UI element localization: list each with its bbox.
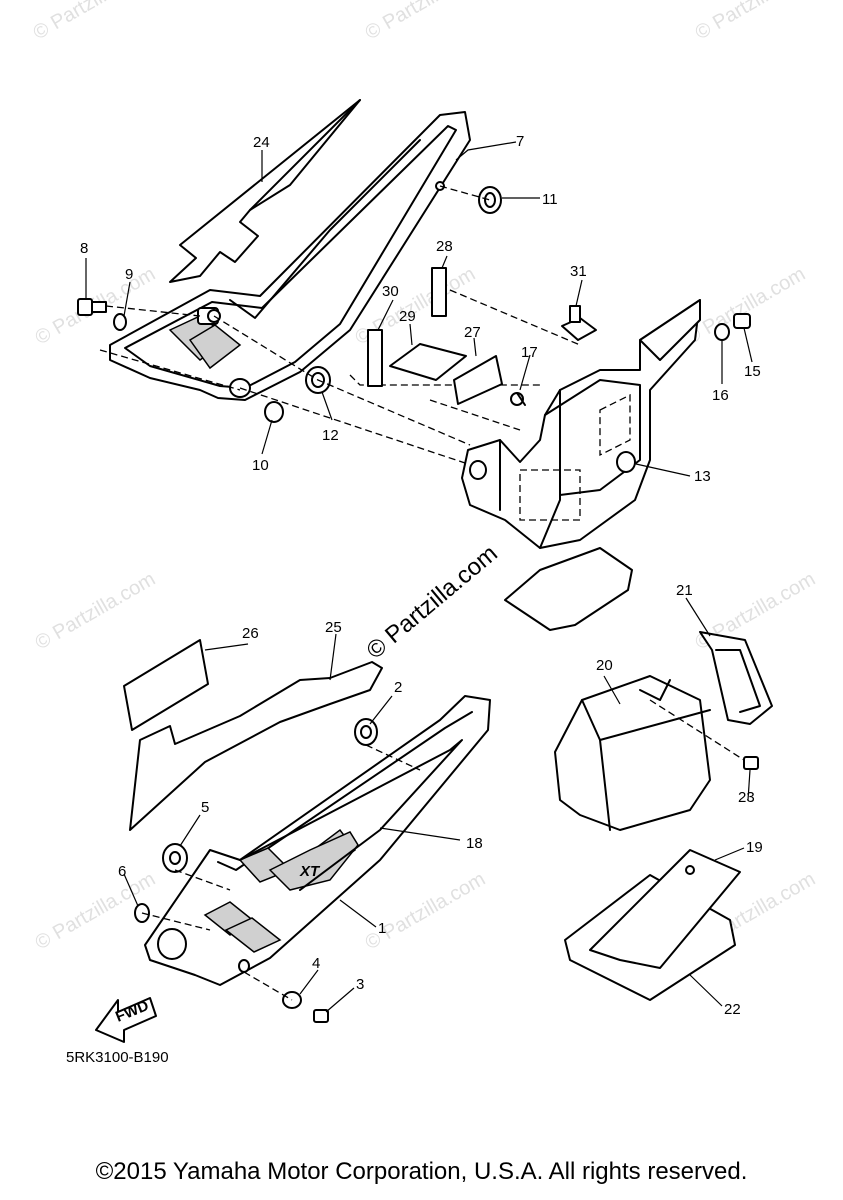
callout-24: 24 xyxy=(253,134,270,151)
callout-10: 10 xyxy=(252,457,269,474)
callout-11: 11 xyxy=(542,191,558,208)
callout-31: 31 xyxy=(570,263,587,280)
callout-21: 21 xyxy=(676,582,693,599)
part-26-decal xyxy=(123,639,209,731)
part-21-bracket xyxy=(699,631,773,725)
callout-26: 26 xyxy=(242,625,259,642)
callout-29: 29 xyxy=(399,308,416,325)
fwd-arrow-icon: FWD xyxy=(95,997,157,1043)
callout-2: 2 xyxy=(394,679,402,696)
battery-box-plate xyxy=(504,547,633,631)
part-31-clip xyxy=(561,305,597,341)
grommets-lower xyxy=(134,718,378,1023)
bolt-23-line xyxy=(649,699,745,761)
callout-18: 18 xyxy=(466,835,483,852)
pads xyxy=(367,267,503,405)
part-19-tool-bag xyxy=(589,849,741,969)
watermark: © Partzilla.com xyxy=(362,0,490,44)
part-8-bolt xyxy=(77,298,127,331)
watermark: © Partzilla.com xyxy=(362,868,490,954)
part-25-graphic xyxy=(129,661,383,831)
watermark: © Partzilla.com xyxy=(692,0,820,44)
callout-7: 7 xyxy=(516,133,524,150)
callout-5: 5 xyxy=(201,799,209,816)
watermark: © Partzilla.com xyxy=(30,0,158,44)
callout-13: 13 xyxy=(694,468,711,485)
center-watermark: © Partzilla.com xyxy=(362,540,503,665)
xt-decal-text: XT xyxy=(299,863,321,880)
callout-28: 28 xyxy=(436,238,453,255)
part-13-battery-box xyxy=(461,299,701,549)
part-20-tool-box xyxy=(554,675,711,831)
callout-19: 19 xyxy=(746,839,763,856)
callout-8: 8 xyxy=(80,240,88,257)
callout-17: 17 xyxy=(521,344,538,361)
callout-23: 23 xyxy=(738,789,755,806)
callout-3: 3 xyxy=(356,976,364,993)
part-24-graphic xyxy=(169,99,361,283)
part-18-graphic xyxy=(239,739,463,891)
callout-16: 16 xyxy=(712,387,729,404)
callout-30: 30 xyxy=(382,283,399,300)
callout-12: 12 xyxy=(322,427,339,444)
callout-labels: 1 2 3 4 5 6 7 8 9 10 11 12 13 15 16 17 1… xyxy=(80,133,763,1018)
callout-27: 27 xyxy=(464,324,481,341)
callout-6: 6 xyxy=(118,863,126,880)
leader-lines xyxy=(85,141,753,1013)
callout-1: 1 xyxy=(378,920,386,937)
callout-25: 25 xyxy=(325,619,342,636)
watermark: © Partzilla.com xyxy=(32,568,160,654)
callout-15: 15 xyxy=(744,363,761,380)
part-1-side-cover xyxy=(144,695,491,986)
diagram-code: 5RK3100-B190 xyxy=(66,1049,169,1066)
callout-9: 9 xyxy=(125,266,133,283)
callout-4: 4 xyxy=(312,955,320,972)
part-17-screw xyxy=(510,392,526,406)
callout-20: 20 xyxy=(596,657,613,674)
mounting-lines-lower xyxy=(141,744,421,1001)
part-7-side-cover xyxy=(109,111,471,401)
copyright-notice: ©2015 Yamaha Motor Corporation, U.S.A. A… xyxy=(95,1158,748,1185)
xt-decal: XT xyxy=(268,831,359,891)
callout-22: 22 xyxy=(724,1001,741,1018)
part-23-bolt xyxy=(743,756,759,770)
